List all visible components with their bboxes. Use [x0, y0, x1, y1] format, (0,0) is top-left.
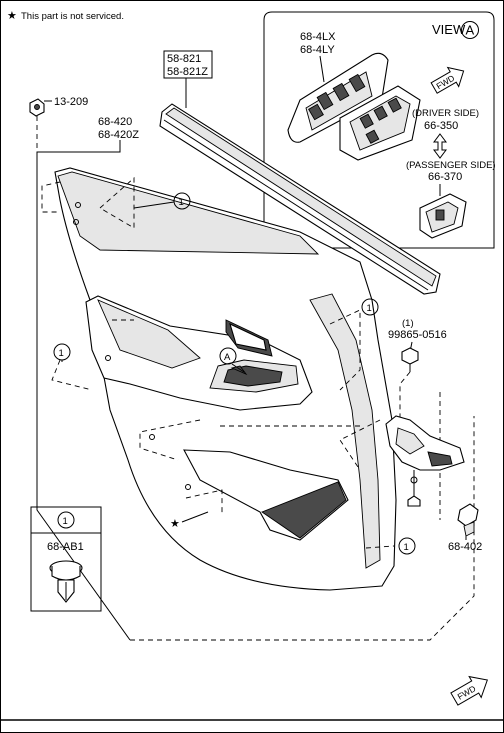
bolt-99865-0516: [401, 347, 419, 372]
switch-panel-bezel: [287, 52, 389, 143]
driver-switch-number: 66-350: [424, 120, 458, 132]
view-letter: A: [466, 23, 475, 38]
switch-panel-number-2: 68-4LY: [300, 44, 335, 56]
door-trim-number-2: 68-420Z: [98, 129, 139, 141]
trim-strip-part: [159, 103, 441, 295]
svg-text:A: A: [224, 352, 231, 363]
trim-strip-number-1: 58-821: [167, 53, 201, 65]
fwd-arrow-icon: FWD: [450, 675, 488, 706]
passenger-side-caption: (PASSENGER SIDE): [406, 160, 496, 171]
view-letter-circle: [461, 21, 479, 39]
driver-switch-assembly: [339, 85, 421, 161]
svg-text:1: 1: [59, 348, 64, 359]
svg-text:FWD: FWD: [456, 683, 478, 701]
bolt-number: 99865-0516: [388, 329, 447, 341]
inner-handle-bracket: [385, 415, 465, 507]
clip-right-number: 68-402: [448, 541, 482, 553]
switch-panel-number-1: 68-4LX: [300, 31, 336, 43]
clip-box: [30, 506, 102, 612]
door-trim-panel: [54, 167, 397, 591]
clip-box-circle: [57, 511, 75, 529]
trim-strip-number-2: 58-821Z: [167, 66, 208, 78]
highlight-box: [163, 50, 213, 79]
svg-text:1: 1: [404, 542, 409, 553]
bolt-quantity: (1): [402, 318, 414, 329]
svg-text:1: 1: [367, 303, 372, 314]
passenger-switch-number: 66-370: [428, 171, 462, 183]
driver-side-caption: (DRIVER SIDE): [412, 108, 479, 119]
note-text: This part is not serviced.: [21, 11, 124, 22]
door-trim-leader: [36, 140, 131, 641]
note-star-icon: ★: [7, 10, 17, 22]
clip-box-number: 68-AB1: [47, 541, 84, 553]
clip-68-402: [457, 503, 479, 537]
star-icon: ★: [170, 518, 180, 530]
clip-box-circle-number: 1: [63, 516, 68, 527]
screw-number: 13-209: [54, 96, 88, 108]
callout-circle-1b: 1: [53, 343, 71, 362]
callout-circle-1a: 1: [133, 192, 191, 210]
door-trim-number-1: 68-420: [98, 116, 132, 128]
fwd-arrow-icon: FWD: [430, 66, 465, 94]
callout-circle-1c: 1: [361, 298, 379, 316]
view-label: VIEW: [432, 22, 466, 37]
clip-68-ab1: [49, 560, 83, 603]
passenger-switch-assembly: [419, 193, 467, 239]
screw-13-209: [29, 98, 45, 117]
svg-text:1: 1: [179, 197, 184, 208]
double-arrow-icon: [433, 133, 447, 159]
callout-circle-1d: 1: [398, 537, 416, 555]
view-a-callout: A: [219, 347, 248, 376]
